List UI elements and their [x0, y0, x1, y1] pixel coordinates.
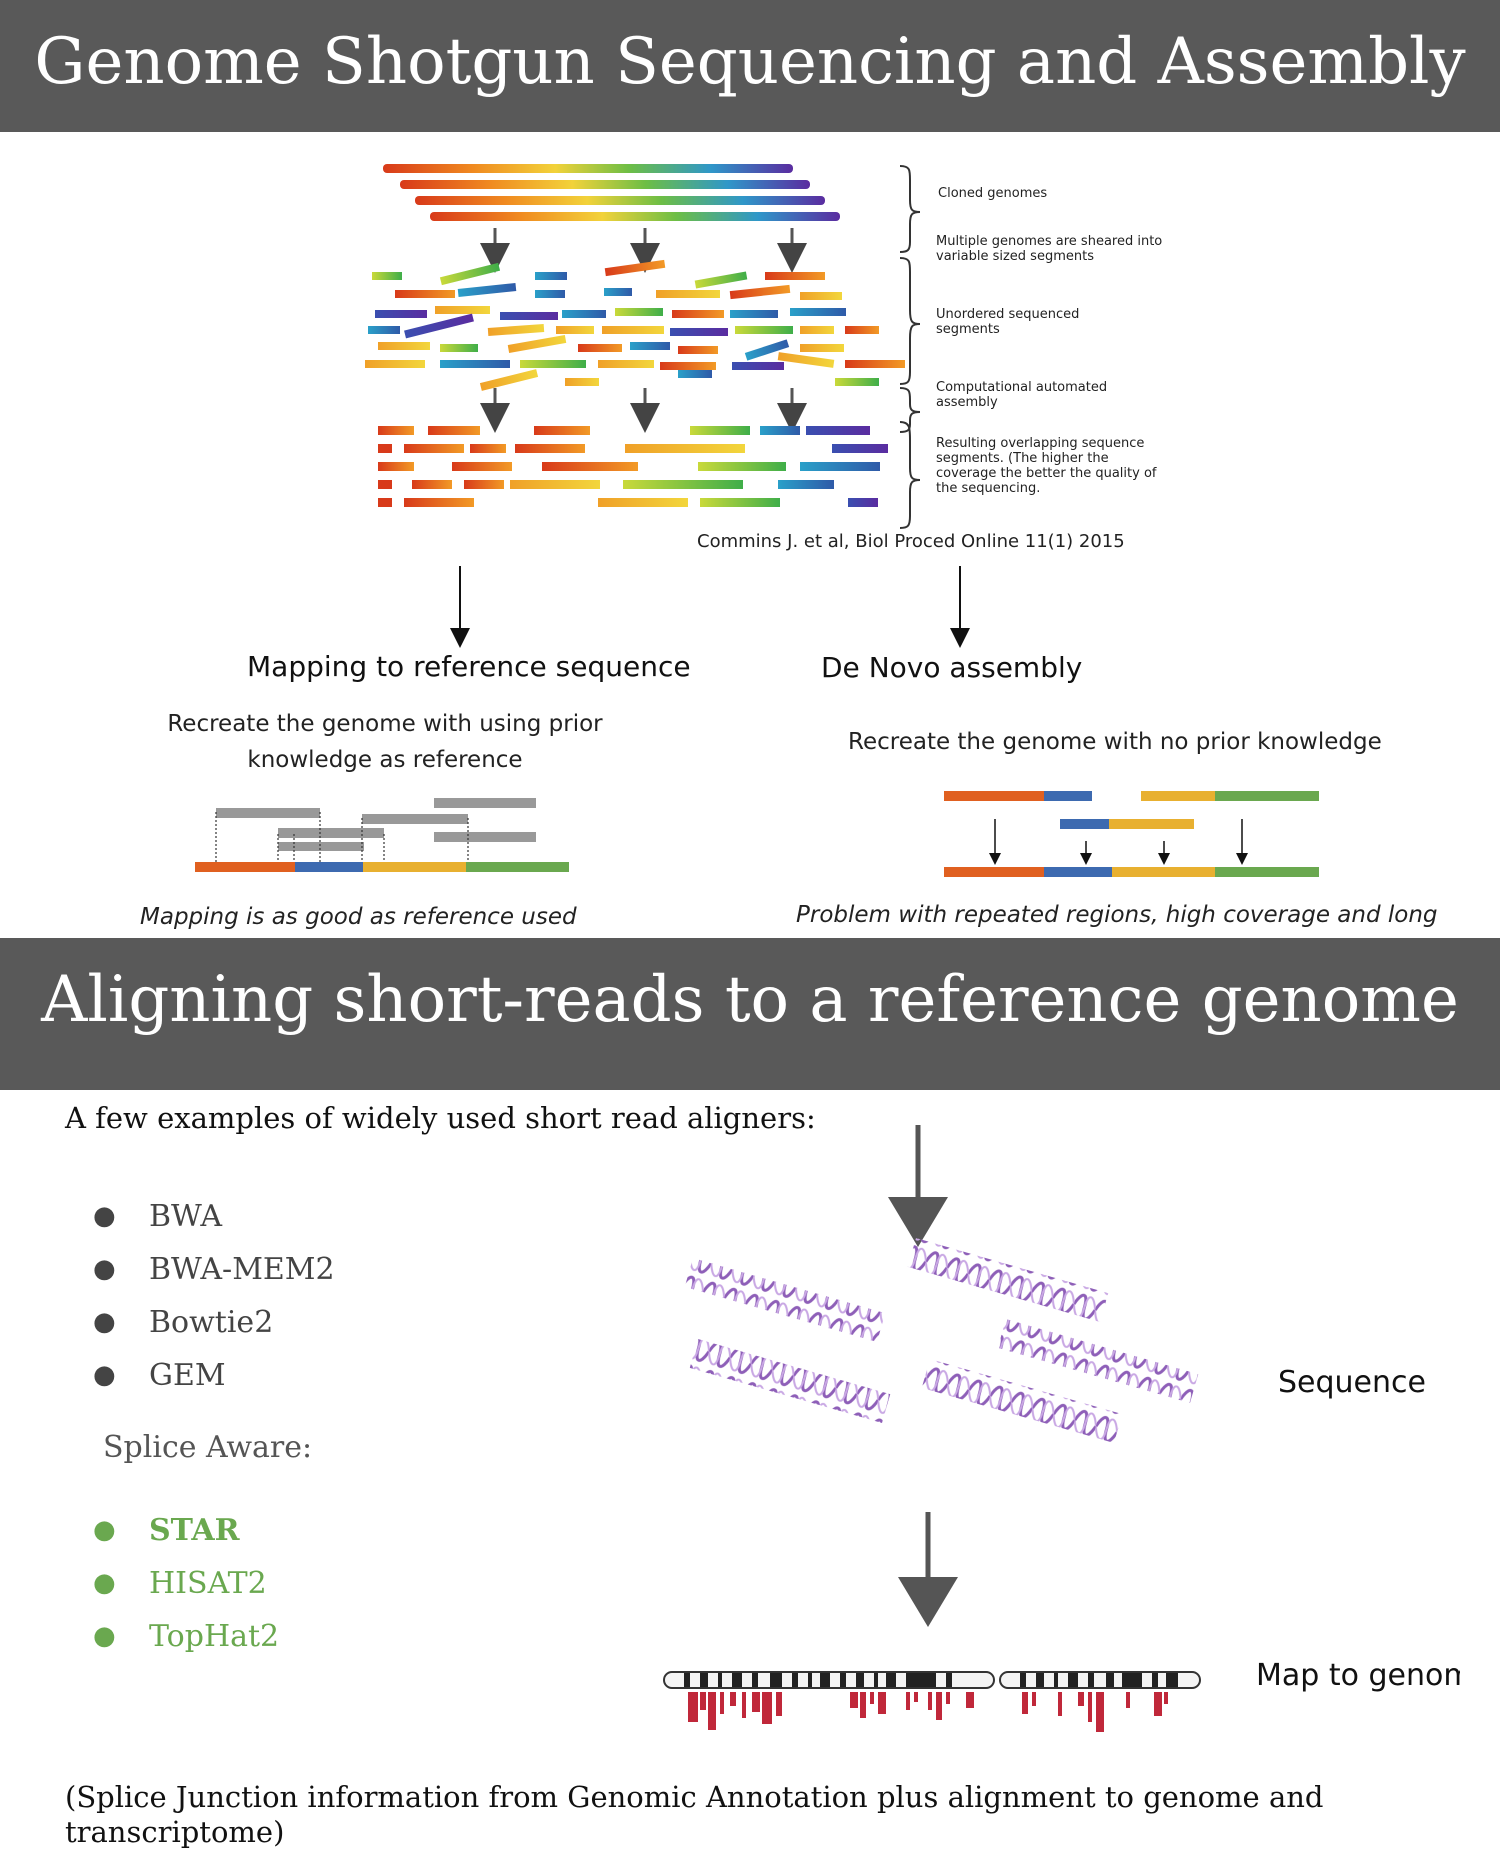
bullet-icon: ●	[93, 1360, 116, 1390]
aligners-intro: A few examples of widely used short read…	[65, 1101, 816, 1135]
dna-reads	[684, 1238, 1199, 1443]
chromosome-icon	[663, 1671, 1201, 1689]
figure-citation: Commins J. et al, Biol Proced Online 11(…	[697, 531, 1125, 552]
stage-brackets	[899, 165, 921, 529]
label-computational: Computational automated assembly	[936, 380, 1108, 410]
section2-title-banner: Aligning short-reads to a reference geno…	[0, 938, 1500, 1090]
bullet-icon: ●	[93, 1201, 116, 1231]
contig-middle	[1060, 819, 1194, 829]
label-cloned-genomes: Cloned genomes	[938, 186, 1047, 201]
bullet-icon: ●	[93, 1568, 116, 1598]
cloned-genomes	[383, 164, 840, 221]
splice-aware-heading: Splice Aware:	[103, 1430, 313, 1465]
list-item: ●HISAT2	[93, 1557, 279, 1610]
shotgun-figure: Cloned genomes Multiple genomes are shea…	[365, 164, 1163, 529]
list-item: ●Bowtie2	[93, 1296, 335, 1349]
mapping-title: Mapping to reference sequence	[247, 650, 691, 683]
denovo-diagram	[944, 791, 1319, 877]
mapped-reads	[216, 798, 536, 851]
denovo-desc: Recreate the genome with no prior knowle…	[848, 729, 1382, 755]
dna-helix-icon	[997, 1319, 1199, 1403]
splice-aligners-list: ●STAR ●HISAT2 ●TopHat2	[93, 1504, 279, 1663]
contig-top	[944, 791, 1319, 801]
label-unordered: Unordered sequenced segments	[936, 307, 1080, 337]
dna-helix-icon	[907, 1238, 1109, 1322]
denovo-note: Problem with repeated regions, high cove…	[796, 902, 1438, 928]
sequence-label: Sequence	[1278, 1365, 1426, 1400]
assembled-segments	[378, 426, 888, 507]
mapping-diagram	[195, 798, 569, 872]
assembly-arrows-small	[989, 819, 1248, 865]
assembly-arrows	[480, 388, 807, 433]
shear-arrows	[480, 228, 807, 273]
list-item: ●BWA	[93, 1190, 335, 1243]
bullet-icon: ●	[93, 1515, 116, 1545]
coverage-tracks	[688, 1692, 1168, 1732]
reference-genome-bar	[195, 862, 569, 872]
list-item: ●STAR	[93, 1504, 279, 1557]
list-item: ●TopHat2	[93, 1610, 279, 1663]
list-item: ●GEM	[93, 1349, 335, 1402]
bullet-icon: ●	[93, 1621, 116, 1651]
dna-helix-icon	[921, 1359, 1123, 1443]
sheared-fragments	[365, 259, 905, 391]
section2-title: Aligning short-reads to a reference geno…	[41, 963, 1459, 1037]
approach-arrows	[450, 566, 970, 648]
mapping-note: Mapping is as good as reference used	[140, 904, 577, 930]
section1-title: Genome Shotgun Sequencing and Assembly	[34, 25, 1466, 99]
bullet-icon: ●	[93, 1307, 116, 1337]
list-item: ●BWA-MEM2	[93, 1243, 335, 1296]
dna-helix-icon	[684, 1258, 886, 1342]
dna-helix-icon	[689, 1339, 891, 1423]
alignment-figure: Sequence Map to genome	[663, 1125, 1460, 1732]
label-sheared: Multiple genomes are sheared into variab…	[936, 234, 1163, 264]
label-resulting: Resulting overlapping sequence segments.…	[936, 436, 1157, 496]
footnote: (Splice Junction information from Genomi…	[65, 1780, 1324, 1849]
map-to-genome-label: Map to genome	[1256, 1658, 1460, 1693]
denovo-title: De Novo assembly	[821, 651, 1083, 684]
assembled-genome-bar	[944, 867, 1319, 877]
bullet-icon: ●	[93, 1254, 116, 1284]
section1-title-banner: Genome Shotgun Sequencing and Assembly	[0, 0, 1500, 132]
alignment-dotted-lines	[215, 812, 469, 864]
aligners-list: ●BWA ●BWA-MEM2 ●Bowtie2 ●GEM	[93, 1190, 335, 1402]
mapping-desc: Recreate the genome with using prior kno…	[167, 711, 603, 773]
